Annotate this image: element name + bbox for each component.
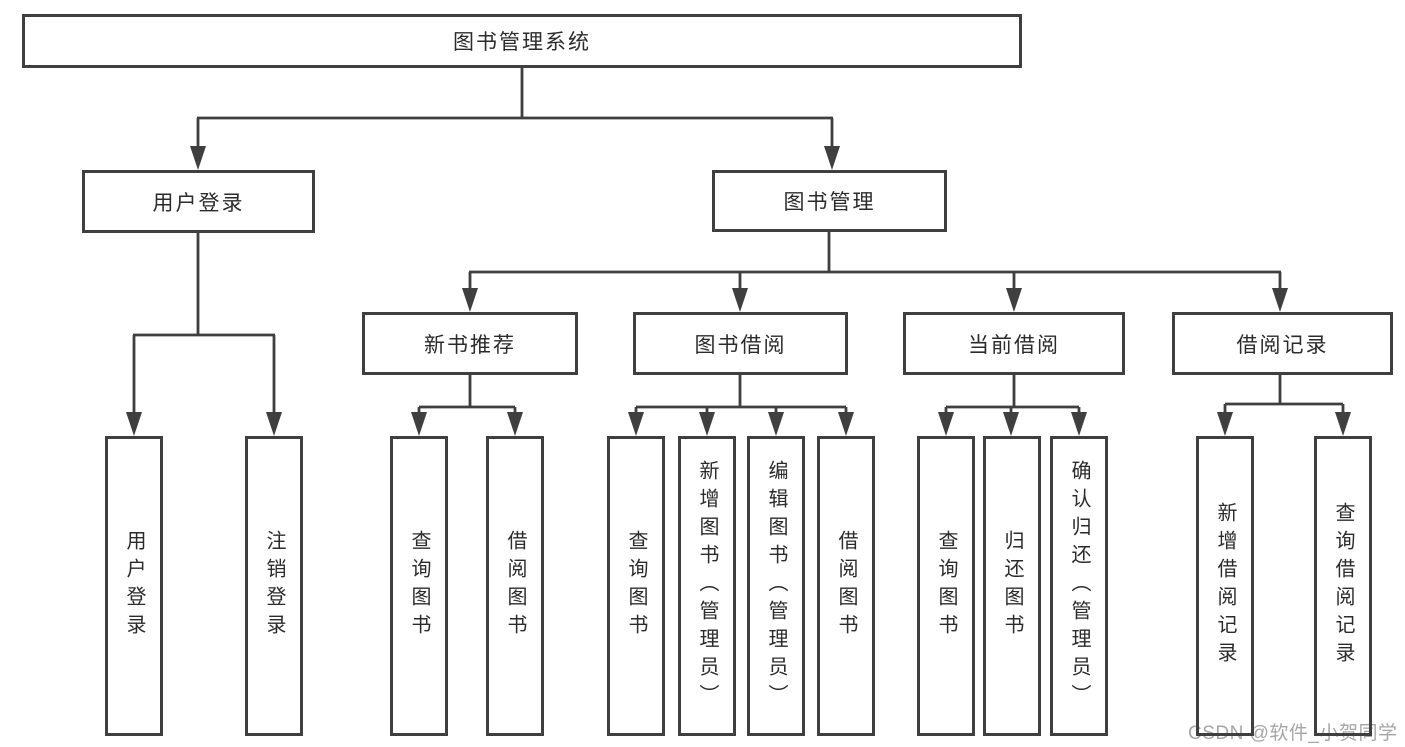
node-leaf-br-add-record-label: 新增借阅记录	[1214, 502, 1236, 670]
node-leaf-logout: 注销登录	[245, 436, 303, 736]
node-borrow-record: 借阅记录	[1172, 312, 1393, 375]
node-leaf-bb-borrow-book-label: 借阅图书	[835, 530, 857, 642]
connector-current-borrow-to-leaves	[938, 375, 1087, 436]
node-book-management-label: 图书管理	[783, 191, 876, 214]
node-leaf-user-login-label: 用户登录	[123, 530, 145, 642]
node-book-borrow: 图书借阅	[633, 312, 848, 375]
node-new-book-recommend: 新书推荐	[362, 312, 578, 375]
node-user-login-label: 用户登录	[152, 191, 245, 215]
node-leaf-cb-return-book-label: 归还图书	[1001, 530, 1023, 642]
node-current-borrow: 当前借阅	[903, 312, 1125, 375]
node-leaf-cb-query-book: 查询图书	[917, 436, 975, 736]
node-new-book-recommend-label: 新书推荐	[424, 333, 516, 357]
node-leaf-br-query-record-label: 查询借阅记录	[1332, 502, 1354, 670]
node-leaf-cb-query-book-label: 查询图书	[935, 530, 957, 642]
connector-borrow-record-to-leaves	[1217, 375, 1351, 436]
connector-book-mgmt-to-level3	[462, 232, 1288, 312]
node-book-management: 图书管理	[712, 170, 947, 232]
node-borrow-record-label: 借阅记录	[1236, 333, 1329, 357]
node-leaf-logout-label: 注销登录	[263, 530, 285, 642]
node-current-borrow-label: 当前借阅	[968, 333, 1060, 357]
node-leaf-bb-edit-book: 编辑图书（管理员）	[747, 436, 805, 736]
node-leaf-br-add-record: 新增借阅记录	[1196, 436, 1254, 736]
node-library-management-system: 图书管理系统	[22, 14, 1022, 68]
node-leaf-cb-return-book: 归还图书	[983, 436, 1041, 736]
node-leaf-nb-query-book-label: 查询图书	[408, 530, 430, 642]
node-leaf-bb-add-book: 新增图书（管理员）	[678, 436, 736, 736]
node-leaf-bb-query-book: 查询图书	[607, 436, 665, 736]
node-leaf-bb-borrow-book: 借阅图书	[817, 436, 875, 736]
node-leaf-user-login: 用户登录	[105, 436, 163, 736]
node-leaf-br-query-record: 查询借阅记录	[1314, 436, 1372, 736]
node-leaf-nb-query-book: 查询图书	[390, 436, 448, 736]
node-book-borrow-label: 图书借阅	[694, 333, 787, 357]
node-user-login: 用户登录	[82, 170, 315, 233]
node-leaf-bb-edit-book-label: 编辑图书（管理员）	[765, 460, 787, 712]
node-library-management-system-label: 图书管理系统	[453, 31, 591, 54]
node-leaf-cb-confirm-return: 确认归还（管理员）	[1050, 436, 1108, 736]
connector-new-book-to-leaves	[411, 375, 523, 436]
node-leaf-bb-query-book-label: 查询图书	[625, 530, 647, 642]
node-leaf-nb-borrow-book-label: 借阅图书	[504, 530, 526, 642]
watermark: CSDN @软件_小贺同学	[1188, 723, 1398, 744]
node-leaf-cb-confirm-return-label: 确认归还（管理员）	[1068, 460, 1090, 712]
connector-user-login-to-leaves	[126, 233, 282, 436]
node-leaf-bb-add-book-label: 新增图书（管理员）	[696, 460, 718, 712]
connector-book-borrow-to-leaves	[628, 375, 854, 436]
connector-root-to-level2	[190, 67, 840, 170]
node-leaf-nb-borrow-book: 借阅图书	[486, 436, 544, 736]
